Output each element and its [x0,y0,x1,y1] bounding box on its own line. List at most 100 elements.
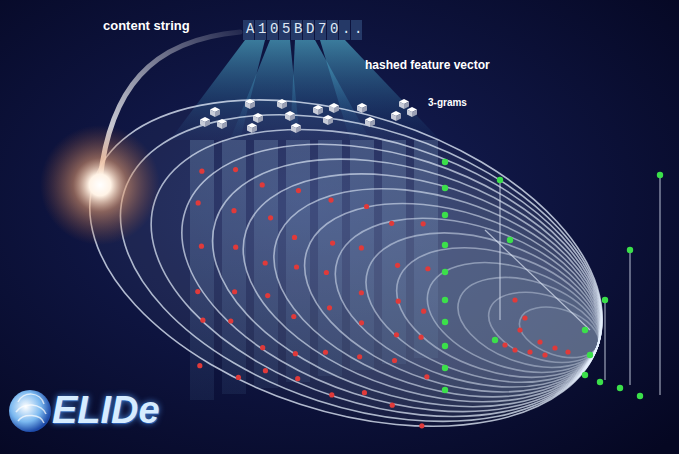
green-dot [627,247,633,253]
red-dot [268,215,273,220]
cube-right [318,108,323,116]
stem-line [659,175,660,395]
ellipse-ring [314,187,622,418]
red-dot [392,358,397,363]
ellipse-ring [513,298,605,367]
cube-right [412,110,417,118]
ellipse-ring [347,206,619,410]
green-dot [597,379,603,385]
red-dot [522,315,527,320]
red-dot [542,352,547,357]
green-dot [582,372,588,378]
green-dot [497,177,503,183]
cube [313,105,323,115]
red-dot [291,314,296,319]
gram-label: 3-grams [428,97,467,108]
ellipse-ring [148,95,636,454]
ellipse-ring [380,224,616,401]
red-dot [359,290,364,295]
stem-line [604,300,605,380]
cube [391,111,401,121]
red-dot [389,221,394,226]
stem-line [499,180,500,320]
red-dot [359,245,364,250]
green-dot [442,185,448,191]
ellipse-ring [480,279,608,375]
red-dot [292,235,297,240]
red-dot [421,221,426,226]
red-dot [265,293,270,298]
red-dot [418,335,423,340]
red-dot [233,245,238,250]
red-dot [263,260,268,265]
cube-right [362,106,367,114]
red-dot [425,266,430,271]
red-dot [565,349,570,354]
ellipse-ring [81,58,641,454]
ellipse-ring [214,132,630,443]
concentric-ellipses [48,40,644,454]
red-dot [527,349,532,354]
cube-left [407,110,412,118]
cube [247,123,257,133]
red-dot [228,318,233,323]
green-dot [657,172,663,178]
red-dot [512,297,517,302]
red-dot [196,200,201,205]
cube-right [396,114,401,122]
cube [245,99,255,109]
cube-left [399,102,404,110]
ellipse-ring [247,151,627,435]
cube-left [291,126,296,134]
logo-text: ELIDe [52,389,160,432]
string-value: A105BD70.. [246,21,366,37]
gram-cubes [200,99,417,133]
green-dot [492,337,498,343]
red-dot [296,188,301,193]
red-dot [390,403,395,408]
green-dot [507,237,513,243]
red-dot [199,169,204,174]
logo-rings [16,394,46,423]
cube [365,117,375,127]
cube-right [334,106,339,114]
cube-left [253,116,258,124]
red-dot [263,368,268,373]
cube [210,107,220,117]
red-dot [512,347,517,352]
red-dot [295,376,300,381]
red-dot [424,374,429,379]
green-dot [442,365,448,371]
ellipse-ring [281,169,625,427]
red-dot [517,327,522,332]
red-dot [419,423,424,428]
red-dot [362,390,367,395]
cube-left [217,122,222,130]
cube-right [404,102,409,110]
cube-left [277,102,282,110]
cube-right [258,116,263,124]
red-dot [394,332,399,337]
cube-right [252,126,257,134]
cube-left [329,106,334,114]
red-dot [231,208,236,213]
red-dot [294,264,299,269]
cube-left [210,110,215,118]
cube-right [250,102,255,110]
cube-left [391,114,396,122]
cube [200,117,210,127]
ellipse-ring [447,261,611,384]
green-dot [637,393,643,399]
red-dot [199,244,204,249]
red-dot [236,375,241,380]
red-dot [324,270,329,275]
cube-left [200,120,205,128]
cube-left [365,120,370,128]
cube-left [323,118,328,126]
title-label: content string [103,18,190,33]
green-dot [617,385,623,391]
red-dot [552,345,557,350]
ellipse-ring [181,114,633,452]
red-dot [195,289,200,294]
